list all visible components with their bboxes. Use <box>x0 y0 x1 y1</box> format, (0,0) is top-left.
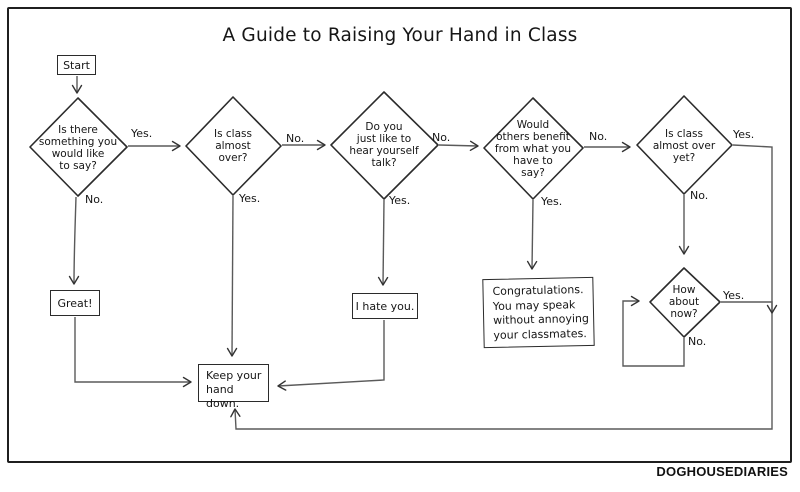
edge-label-q6-no: No. <box>688 335 707 348</box>
edge-q6-no-loop <box>622 295 685 367</box>
comic-title: A Guide to Raising Your Hand in Class <box>222 25 578 46</box>
keep-hand-down-node: Keep your hand down. <box>198 364 269 410</box>
edge-label-q3-yes: Yes. <box>389 194 411 207</box>
great-node-label: Great! <box>57 296 93 310</box>
edge-label-q2-no: No. <box>286 132 305 145</box>
edge-great-to-keep <box>74 317 192 388</box>
edge-label-q2-yes: Yes. <box>239 192 261 205</box>
decision-q1-diamond <box>29 97 128 197</box>
decision-q2-diamond <box>185 96 282 196</box>
i-hate-you-node-label: I hate you. <box>355 299 415 313</box>
decision-q4-diamond <box>483 97 584 200</box>
edge-q3-no-to-q4 <box>438 140 479 152</box>
edge-label-q5-no: No. <box>690 189 709 202</box>
start-node-label: Start <box>63 58 90 72</box>
edge-label-q3-no: No. <box>432 131 451 144</box>
edge-label-q1-yes: Yes. <box>131 127 153 140</box>
doghouse-diaries-credit: DOGHOUSEDIARIES <box>656 464 788 479</box>
edge-label-q6-yes: Yes. <box>723 289 745 302</box>
edge-q3-yes-to-hate <box>377 199 389 286</box>
congratulations-node-label: Congratulations. You may speak without a… <box>492 283 590 342</box>
i-hate-you-node: I hate you. <box>352 293 418 319</box>
edge-q2-yes-to-keep <box>226 195 238 357</box>
edge-label-q4-no: No. <box>589 130 608 143</box>
edge-label-q5-yes: Yes. <box>733 128 755 141</box>
start-node: Start <box>57 55 96 75</box>
edge-q6-yes-join <box>721 301 778 314</box>
decision-q5-diamond <box>636 95 733 195</box>
edge-q1-no-to-great <box>68 196 80 285</box>
edge-q5-yes-to-keep <box>230 144 773 430</box>
edge-q4-yes-to-congrats <box>526 199 538 270</box>
decision-q3-diamond <box>330 91 439 200</box>
comic-border-frame <box>7 7 792 463</box>
congratulations-node: Congratulations. You may speak without a… <box>482 276 595 349</box>
edge-label-q1-no: No. <box>85 193 104 206</box>
decision-q6-diamond <box>649 267 721 338</box>
edge-hate-to-keep <box>277 320 385 391</box>
keep-hand-down-node-label: Keep your hand down. <box>206 369 262 410</box>
edge-label-q4-yes: Yes. <box>541 195 563 208</box>
great-node: Great! <box>50 290 100 316</box>
